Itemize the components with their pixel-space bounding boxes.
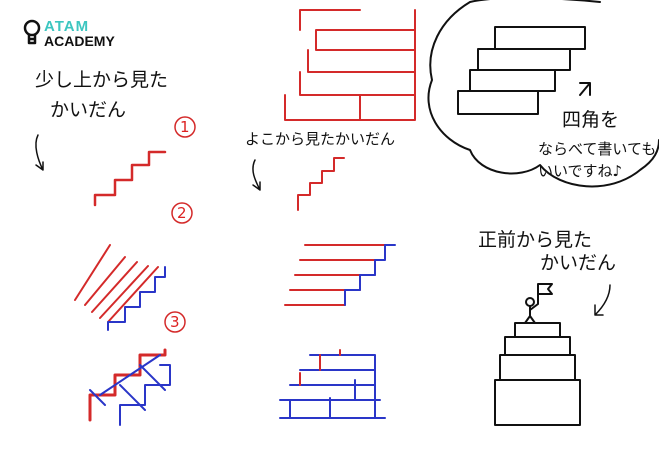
step-number-3: 3	[170, 313, 180, 331]
logo-name: ACADEMY	[44, 33, 115, 49]
step-number-1: 1	[180, 118, 190, 136]
arrow-icons	[35, 134, 611, 316]
top-view-label-1: 少し上から見た	[35, 69, 169, 91]
top-view-label-2: かいだん	[50, 99, 127, 121]
top-stairs-side-view	[284, 9, 416, 121]
note-line-1: 四角を	[562, 109, 620, 131]
note-line-3: いいですね♪	[538, 162, 623, 180]
stair-line-1	[93, 150, 167, 207]
cloud-stairs	[457, 26, 591, 115]
logo-brand: ATAM	[44, 18, 90, 35]
side-stair-line	[297, 157, 345, 211]
thought-cloud	[427, 0, 659, 188]
front-stairs	[494, 283, 581, 426]
stair-2	[74, 244, 166, 331]
lightbulb-icon	[23, 19, 41, 45]
front-view-label-2: かいだん	[540, 252, 617, 274]
side-stair-2	[284, 244, 396, 306]
front-view-label-1: 正前から見た	[478, 229, 593, 251]
side-stair-3	[279, 349, 386, 419]
note-line-2: ならべて書いても	[538, 140, 657, 158]
side-view-label: よこから見たかいだん	[245, 130, 396, 148]
stair-3	[88, 348, 171, 426]
step-number-circles	[164, 116, 196, 333]
step-number-2: 2	[177, 204, 187, 222]
